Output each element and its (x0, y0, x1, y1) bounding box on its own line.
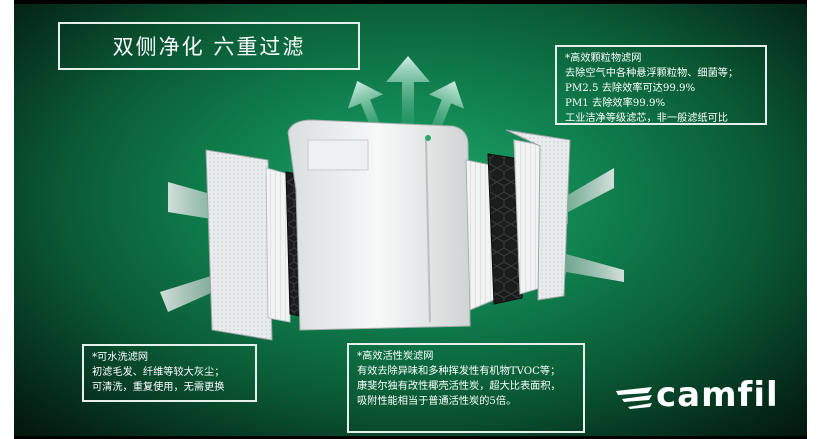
hepa-desc-3: PM1 去除效率99.9% (565, 98, 666, 109)
carbon-desc-3: 吸附性能相当于普通活性炭的5倍。 (357, 396, 517, 407)
washable-title: *可水洗滤网 (92, 352, 149, 363)
hepa-title: *高效颗粒物滤网 (565, 53, 642, 64)
washable-desc-1: 初滤毛发、纤维等较大灰尘； (92, 367, 225, 378)
hepa-desc-4: 工业洁净等级滤芯，非一般滤纸可比 (565, 113, 728, 124)
right-edge (807, 0, 829, 439)
hepa-desc-2: PM2.5 去除效率可达99.9% (565, 83, 696, 94)
carbon-filter-info-box: *高效活性炭滤网 有效去除异味和多种挥发性有机物TVOC等； 康斐尔独有改性椰壳… (347, 343, 585, 433)
carbon-title: *高效活性炭滤网 (357, 351, 434, 362)
camfil-logo-icon (616, 387, 652, 409)
bottom-border (0, 436, 829, 439)
camfil-logo-text: camfil (656, 375, 779, 415)
headline-box: 双侧净化 六重过滤 (58, 22, 360, 70)
hepa-filter-info-box: *高效颗粒物滤网 去除空气中各种悬浮颗粒物、细菌等； PM2.5 去除效率可达9… (555, 45, 767, 125)
carbon-desc-2: 康斐尔独有改性椰壳活性炭，超大比表面积， (357, 381, 561, 392)
washable-desc-2: 可清洗，重复使用，无需更换 (92, 382, 225, 393)
headline: 双侧净化 六重过滤 (112, 35, 306, 59)
top-border (0, 0, 829, 4)
carbon-desc-1: 有效去除异味和多种挥发性有机物TVOC等； (357, 366, 561, 377)
hepa-desc-1: 去除空气中各种悬浮颗粒物、细菌等； (565, 68, 739, 79)
left-edge (0, 0, 14, 439)
washable-filter-info-box: *可水洗滤网 初滤毛发、纤维等较大灰尘； 可清洗，重复使用，无需更换 (82, 344, 257, 402)
